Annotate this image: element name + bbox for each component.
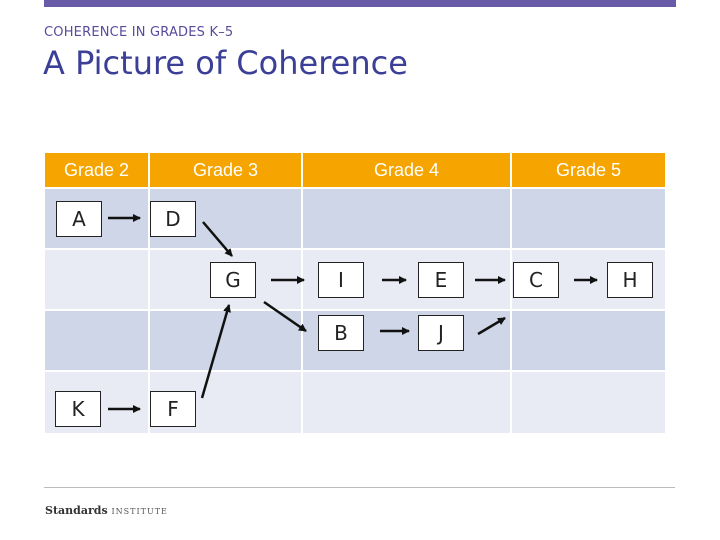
node-d: D [150, 201, 196, 237]
node-e: E [418, 262, 464, 298]
section-eyebrow: COHERENCE IN GRADES K–5 [44, 25, 234, 40]
footer-divider [44, 487, 675, 488]
column-header-grade-2: Grade 2 [45, 153, 148, 187]
node-j: J [418, 315, 464, 351]
node-g: G [210, 262, 256, 298]
arrow-f-to-g [200, 304, 231, 399]
column-divider [148, 187, 150, 433]
column-divider [301, 187, 303, 433]
logo-sub: INSTITUTE [111, 507, 168, 516]
arrow-d-to-g [202, 221, 233, 257]
top-accent-bar [44, 0, 676, 7]
node-i: I [318, 262, 364, 298]
column-header-grade-5: Grade 5 [512, 153, 665, 187]
standards-institute-logo: Standards INSTITUTE [45, 504, 168, 517]
logo-brand: Standards [45, 504, 108, 517]
column-divider [510, 187, 512, 433]
column-header-grade-3: Grade 3 [150, 153, 301, 187]
arrow-g-to-b [263, 300, 307, 333]
node-b: B [318, 315, 364, 351]
node-k: K [55, 391, 101, 427]
coherence-table: Grade 2 Grade 3 Grade 4 Grade 5 [45, 153, 665, 433]
arrow-j-to-grade-5 [477, 316, 506, 336]
column-header-grade-4: Grade 4 [303, 153, 510, 187]
node-a: A [56, 201, 102, 237]
node-c: C [513, 262, 559, 298]
node-f: F [150, 391, 196, 427]
page-title: A Picture of Coherence [43, 44, 408, 82]
node-h: H [607, 262, 653, 298]
